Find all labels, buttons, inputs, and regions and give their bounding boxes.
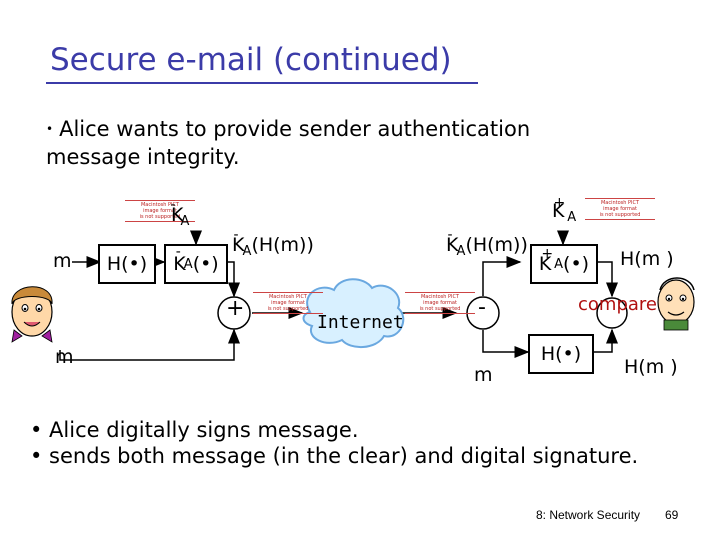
signature-label-right: K-A(H(m)) <box>446 227 528 259</box>
pict-text-2: image format <box>143 208 177 214</box>
internet-cloud-icon <box>302 278 405 348</box>
arrow-minus-to-hash <box>482 330 530 358</box>
verify-sub: A <box>554 256 564 272</box>
sig-right-k: K <box>446 234 459 256</box>
alice-avatar-icon <box>11 286 53 343</box>
pict-text-4: Macintosh PICT <box>268 294 308 300</box>
pict-text-8: image format <box>423 300 457 306</box>
pict-text-12: is not supported <box>599 212 641 218</box>
bob-avatar-icon <box>657 277 695 331</box>
verify-box: K+A(•) <box>530 244 598 284</box>
arrow-verify-to-compare <box>596 261 618 298</box>
pict-text-9: is not supported <box>419 306 461 312</box>
sign-box: K-A(•) <box>164 244 228 284</box>
privkey-top-sup: - <box>170 197 176 213</box>
pubkey-top-k: K <box>552 200 565 222</box>
plus-symbol: + <box>226 296 245 321</box>
pict-text-7: Macintosh PICT <box>420 294 460 300</box>
hash-box-left: H(•) <box>98 244 156 284</box>
pict-text-3: is not supported <box>139 214 181 220</box>
sig-left-k: K <box>232 234 245 256</box>
privkey-top-k: K <box>171 204 184 226</box>
pict-text-5: image format <box>271 300 305 306</box>
intro-line-2: message integrity. <box>46 145 240 169</box>
arrow-minus-to-verify <box>482 256 522 296</box>
pubkey-top-sup: + <box>553 195 566 211</box>
sig-left-tail: (H(m)) <box>251 234 314 256</box>
verify-sup: + <box>541 246 554 262</box>
sign-tail: (•) <box>192 253 219 275</box>
pubkey-top-sub: A <box>567 210 577 225</box>
pict-text-10: Macintosh PICT <box>600 200 640 206</box>
pict-text-1: Macintosh PICT <box>140 202 180 208</box>
hash-left-label: H(•) <box>106 253 148 275</box>
hash-box-right: H(•) <box>528 334 594 374</box>
sig-right-tail: (H(m)) <box>465 234 528 256</box>
pict-text-6: is not supported <box>267 306 309 312</box>
intro-text: • Alice wants to provide sender authentic… <box>46 115 530 171</box>
privkey-top-sub: A <box>180 214 190 229</box>
verify-tail: (•) <box>563 253 590 275</box>
arrow-hash-to-compare <box>592 328 618 353</box>
signature-label-left: K-A(H(m)) <box>232 227 314 259</box>
verify-k: K <box>538 253 552 275</box>
sign-k: K <box>173 253 186 275</box>
privkey-label-top: K-A <box>170 197 190 229</box>
intro-line-1: Alice wants to provide sender authentica… <box>59 117 531 141</box>
m-label-bottom-left: m <box>55 346 74 368</box>
bullet-2: • sends both message (in the clear) and … <box>30 444 639 468</box>
compare-node <box>596 297 628 329</box>
sig-left-sup: - <box>233 227 239 243</box>
hash-right-label: H(•) <box>540 343 582 365</box>
pict-text-11: image format <box>603 206 637 212</box>
sign-sup: - <box>175 244 181 260</box>
footer-text: 8: Network Security <box>536 508 641 522</box>
sign-sub: A <box>183 256 193 272</box>
sig-right-sub: A <box>456 244 466 259</box>
sig-left-sub: A <box>242 244 252 259</box>
minus-symbol: - <box>478 295 486 320</box>
hm-label-bottom: H(m ) <box>624 356 678 378</box>
bullet-1: • Alice digitally signs message. <box>30 418 359 442</box>
hm-label-top: H(m ) <box>620 248 674 270</box>
pubkey-label-top: K+A <box>552 195 577 225</box>
plus-node <box>217 296 251 330</box>
page-number: 69 <box>665 508 679 522</box>
m-label-bottom-right: m <box>474 364 493 386</box>
slide-title: Secure e-mail (continued) <box>50 42 452 78</box>
sig-right-sup: - <box>447 227 453 243</box>
internet-label: Internet <box>317 312 404 333</box>
compare-label: compare <box>578 294 657 315</box>
m-label-top: m <box>53 250 72 272</box>
intro-bullet-dot: • <box>46 122 54 136</box>
title-underline <box>46 82 478 84</box>
arrow-m-to-plus <box>59 328 240 361</box>
